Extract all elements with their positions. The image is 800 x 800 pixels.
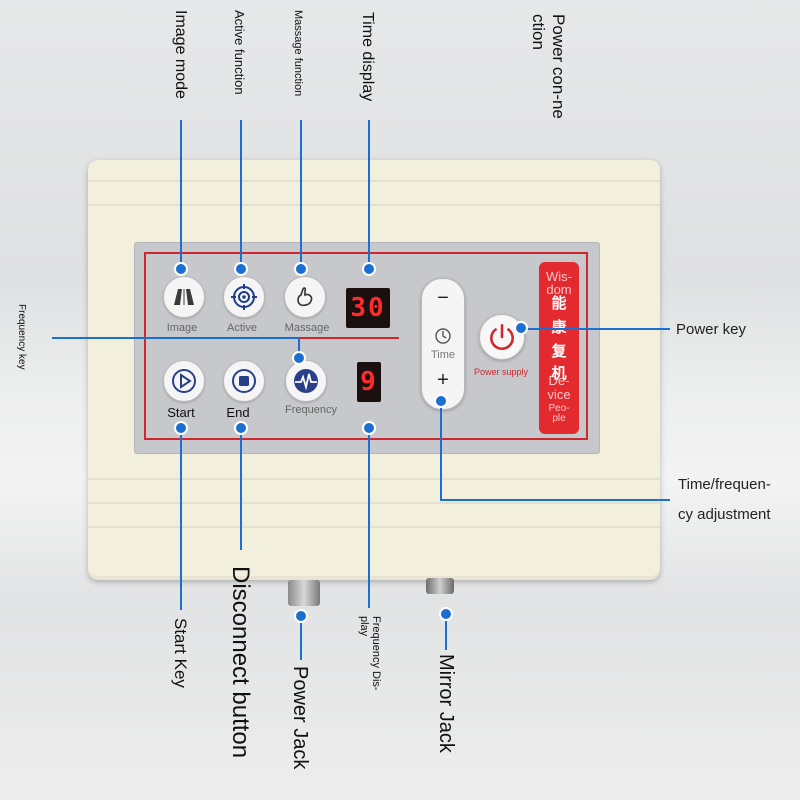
brand-en-2: De- [548, 373, 570, 388]
start-key-callout-line [180, 428, 182, 610]
power-jack-connector [288, 580, 320, 606]
mirror-jack-callout-dot [439, 607, 453, 621]
brand-en-5: ple [552, 413, 566, 424]
brand-en-0: Wis- [546, 269, 572, 284]
mirror-jack-connector [426, 578, 454, 594]
start-key-callout-dot [174, 421, 188, 435]
frequency-label: Frequency [285, 404, 337, 416]
image-mode-callout: Image mode [172, 10, 189, 99]
time-label: Time [430, 349, 456, 361]
active-label: Active [227, 322, 257, 334]
frequency-button[interactable] [285, 360, 327, 402]
image-callout-dot [174, 262, 188, 276]
start-label: Start [167, 405, 195, 420]
active-button[interactable] [223, 276, 265, 318]
time-led-display: 30 [346, 288, 390, 328]
power-key-callout: Power key [676, 321, 747, 338]
start-button[interactable] [163, 360, 205, 402]
time-adjust-control: − Time + [421, 278, 465, 410]
image-mode-icon [174, 289, 194, 305]
end-callout-dot [234, 421, 248, 435]
frequency-key-callout-line [52, 337, 298, 339]
massage-function-callout: Massage function [292, 10, 304, 97]
active-callout-dot [234, 262, 248, 276]
freq-display-callout-dot [362, 421, 376, 435]
stop-icon [232, 369, 256, 393]
minus-button[interactable]: − [437, 287, 449, 309]
mirror-jack-callout: Mirror Jack [435, 654, 457, 753]
frequency-key-callout: Frequency key [16, 304, 27, 370]
power-jack-callout-line [300, 616, 302, 660]
time-callout-line [368, 120, 370, 268]
image-callout-line [180, 120, 182, 268]
freq-display-callout-line [368, 428, 370, 608]
power-supply-label: Power supply [473, 367, 529, 377]
active-target-icon [231, 284, 257, 310]
image-label: Image [166, 322, 198, 334]
power-key-callout-dot [514, 321, 528, 335]
massage-label: Massage [284, 322, 330, 334]
brand-strip: Wis- dom 能 康 复 机 De- vice Peo- ple [539, 262, 579, 434]
active-function-callout: Active function [232, 10, 247, 95]
heartbeat-icon [294, 369, 318, 393]
panel-red-border [144, 252, 588, 440]
brand-en-3: vice [547, 387, 571, 402]
brand-cn-3: 机 [551, 365, 567, 382]
brand-en-1: dom [546, 282, 572, 297]
frequency-led-display: 9 [357, 362, 381, 402]
adjust-callout-dot [434, 394, 448, 408]
time-freq-callout-line1: Time/frequen- [678, 476, 771, 493]
massage-button[interactable] [284, 276, 326, 318]
play-icon [172, 369, 196, 393]
power-jack-callout-dot [294, 609, 308, 623]
end-button[interactable] [223, 360, 265, 402]
brand-en-4: Peo- [548, 403, 570, 414]
time-callout-dot [362, 262, 376, 276]
end-label: End [226, 405, 250, 420]
massage-hand-icon [297, 287, 313, 307]
plus-button[interactable]: + [437, 369, 449, 391]
brand-cn-0: 能 [551, 295, 567, 312]
power-connection-callout: Power con-nection [529, 14, 568, 119]
clock-icon [435, 328, 451, 344]
mirror-jack-callout-line [445, 616, 447, 650]
frequency-key-callout-line-v [298, 337, 300, 357]
end-callout-line [240, 428, 242, 550]
time-display-callout: Time display [359, 12, 376, 102]
disconnect-button-callout: Disconnect button [227, 566, 254, 759]
adjust-callout-line-v [440, 400, 442, 500]
adjust-callout-line-h [440, 499, 670, 501]
marble-background [0, 600, 800, 800]
time-freq-callout-line2: cy adjustment [678, 506, 771, 523]
power-jack-callout: Power Jack [289, 666, 311, 770]
frequency-display-callout: Frequency Dis-play [358, 616, 382, 691]
brand-cn-1: 康 [539, 316, 579, 337]
image-mode-button[interactable] [163, 276, 205, 318]
control-panel [134, 242, 600, 454]
power-key-callout-line [520, 328, 670, 330]
brand-cn-2: 复 [551, 343, 567, 360]
start-key-callout: Start Key [171, 618, 190, 688]
frequency-key-callout-dot [292, 351, 306, 365]
active-callout-line [240, 120, 242, 268]
massage-callout-dot [294, 262, 308, 276]
massage-callout-line [300, 120, 302, 268]
power-icon [490, 323, 514, 351]
